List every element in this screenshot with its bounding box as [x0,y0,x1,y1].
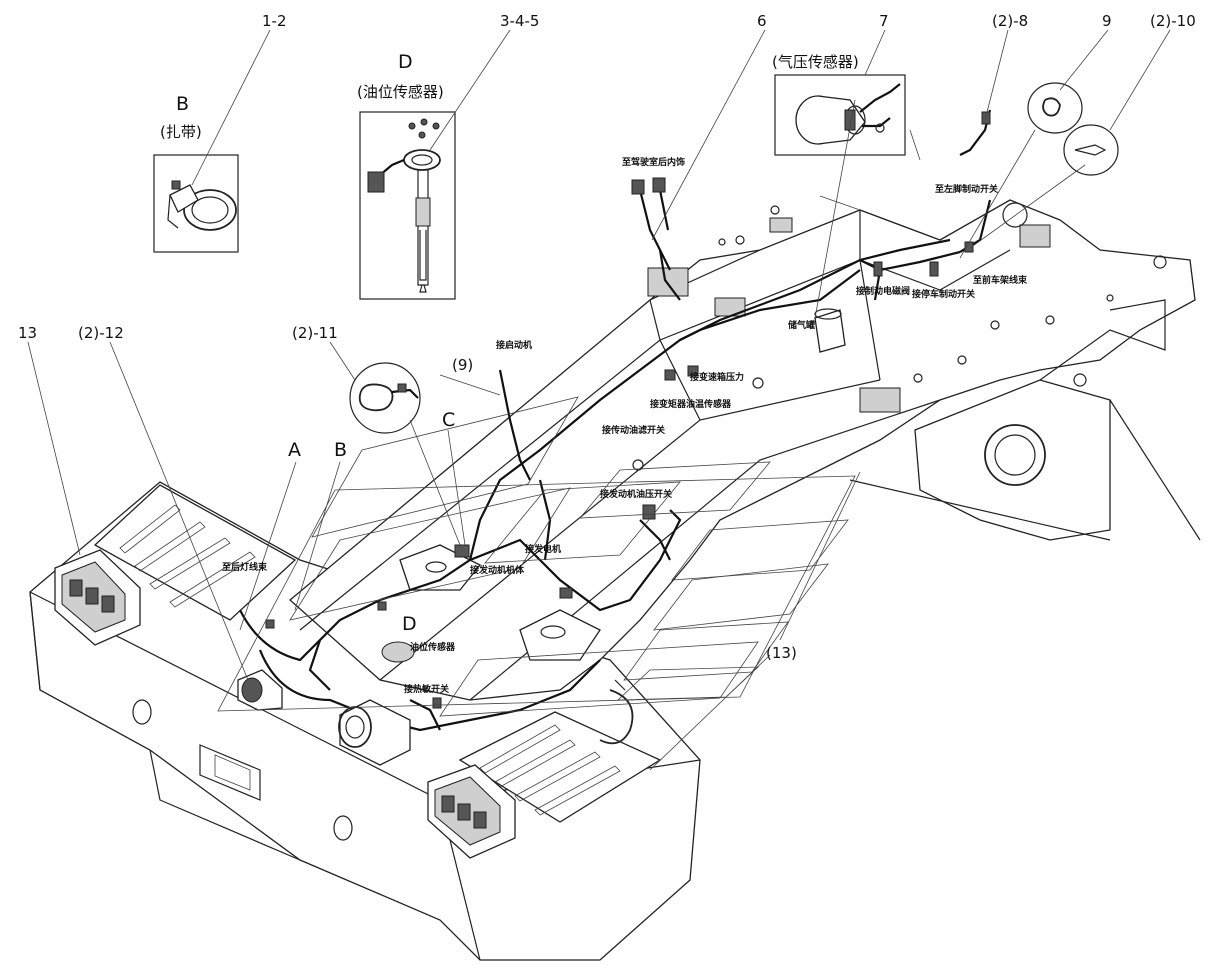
rear-lamp-right [427,764,516,859]
callout-starter: 接启动机 [496,339,532,351]
rear-lamp-left [54,549,141,646]
detail-2-8-wire [959,109,992,156]
callout-parking-brake: 接停车制动开关 [912,288,975,300]
callout-to-rear-lamp: 至后灯线束 [222,561,268,573]
detail-b-cable-tie [153,154,239,253]
callout-engine-block: 接发动机机体 [470,564,525,576]
part-label-2-11: (2)-11 [292,324,338,342]
part-label-3-4-5: 3-4-5 [500,12,539,30]
detail-b-letter: B [176,93,189,115]
callout-trans-filter: 接传动油滤开关 [602,424,665,436]
air-sensor-title: (气压传感器) [772,53,859,71]
callout-air-tank: 储气罐 [788,319,815,331]
callout-converter-temp: 接变矩器油温传感器 [650,398,732,410]
callout-brake-valve: 接制动电磁阀 [856,285,910,297]
callout-thermo-switch: 接热敏开关 [404,683,449,695]
part-label-6: 6 [757,12,767,30]
part-label-13: 13 [18,324,37,342]
fuel-tank-outline [217,396,856,717]
callout-to-front-harness: 至前车架线束 [973,274,1028,286]
part-label-13-paren: (13) [766,644,797,662]
rear-frame [289,199,1201,745]
part-label-2-10: (2)-10 [1150,12,1196,30]
detail-9-clip [1027,82,1083,134]
view-marker-d: D [402,613,417,635]
air-tank [814,308,846,353]
detail-b-title: (扎带) [160,123,202,141]
leader-lines [27,29,1171,771]
callout-engine-oil: 接发动机油压开关 [600,488,672,500]
part-label-1-2: 1-2 [262,12,287,30]
part-label-9: 9 [1102,12,1112,30]
part-label-9-paren: (9) [452,356,473,374]
callout-alternator: 接发电机 [525,543,561,555]
detail-d-letter: D [398,51,413,73]
callout-oil-level: 油位传感器 [410,641,456,653]
oil-level-sensor-frame [381,641,415,663]
detail-2-10-terminal [1063,124,1119,176]
callout-to-left-brake: 至左脚制动开关 [935,183,998,195]
part-label-2-8: (2)-8 [992,12,1028,30]
view-marker-a: A [288,439,301,461]
detail-d-oil-level-sensor [359,111,456,300]
view-marker-c: C [442,409,455,431]
callout-to-cab-trim: 至驾驶室后内饰 [622,156,685,168]
part-label-2-12: (2)-12 [78,324,124,342]
callout-trans-pressure: 接变速箱压力 [690,371,744,383]
horn [237,669,283,711]
detail-air-pressure-sensor [774,74,906,156]
detail-2-11-connector [349,362,421,434]
view-marker-b: B [334,439,347,461]
part-label-7: 7 [879,12,889,30]
detail-d-title: (油位传感器) [357,83,444,101]
